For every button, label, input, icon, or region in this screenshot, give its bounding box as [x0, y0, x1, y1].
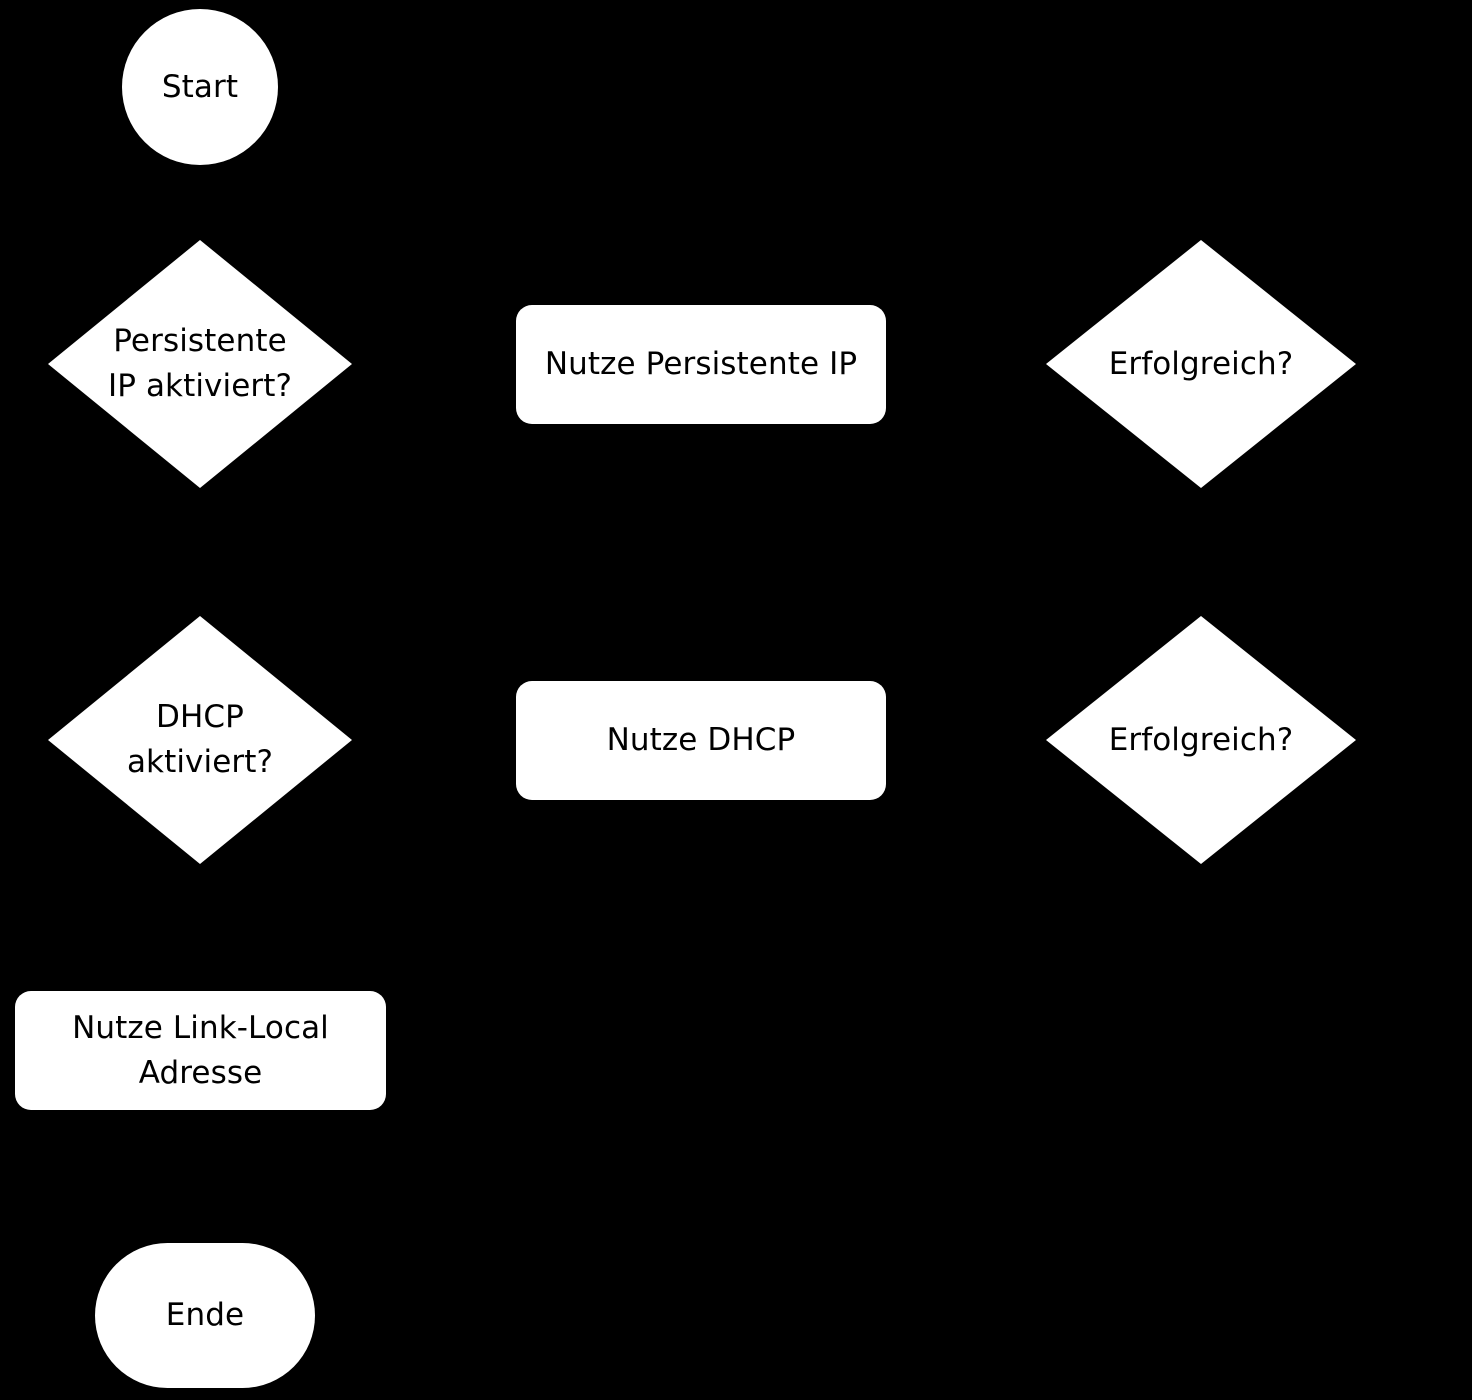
- node-use-dhcp-label: Nutze DHCP: [606, 722, 796, 759]
- diamond-shape-icon: [48, 616, 352, 864]
- node-start[interactable]: Start: [122, 9, 278, 165]
- node-dhcp-success-check[interactable]: Erfolgreich?: [1046, 616, 1356, 864]
- node-use-persistent-ip[interactable]: Nutze Persistente IP: [516, 305, 886, 424]
- diamond-shape-icon: [1046, 616, 1356, 864]
- node-persistent-success-check[interactable]: Erfolgreich?: [1046, 240, 1356, 488]
- node-persistent-ip-check[interactable]: Persistente IP aktiviert?: [48, 240, 352, 488]
- node-end-label: Ende: [165, 1297, 245, 1334]
- node-use-link-local-label: Nutze Link-Local Adresse: [72, 1009, 329, 1091]
- node-use-persistent-ip-label: Nutze Persistente IP: [544, 346, 858, 383]
- node-start-label: Start: [161, 68, 239, 105]
- node-use-link-local[interactable]: Nutze Link-Local Adresse: [15, 991, 386, 1110]
- node-end[interactable]: Ende: [95, 1243, 315, 1388]
- node-dhcp-check[interactable]: DHCP aktiviert?: [48, 616, 352, 864]
- diamond-shape-icon: [1046, 240, 1356, 488]
- diamond-shape-icon: [48, 240, 352, 488]
- node-use-dhcp[interactable]: Nutze DHCP: [516, 681, 886, 800]
